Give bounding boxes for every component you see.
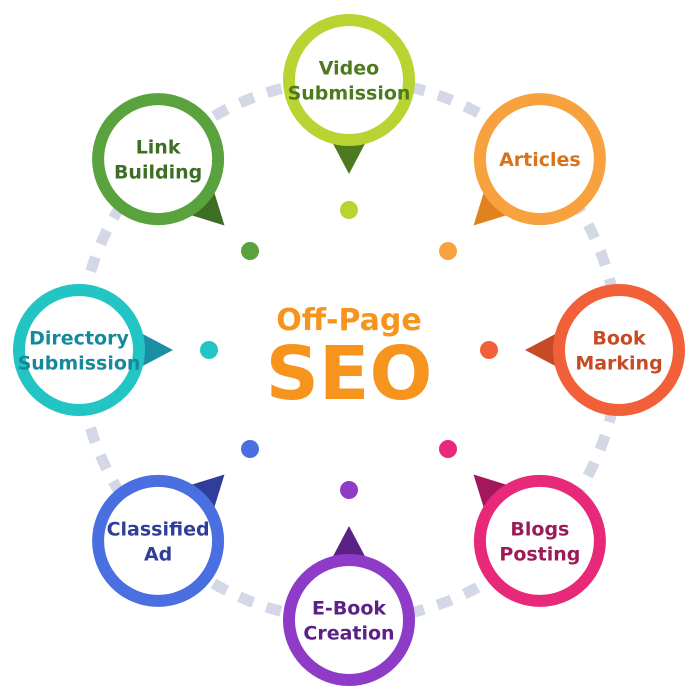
articles-label-line1: Articles <box>499 149 581 171</box>
center-title-line1: Off-Page <box>276 303 422 338</box>
classified-ad-label-line1: Classified <box>107 518 210 540</box>
link-building-label-line2: Building <box>114 162 202 184</box>
link-building-label-line1: Link <box>136 137 181 159</box>
classified-ad-ring <box>92 474 225 607</box>
classified-ad-pointer <box>185 474 225 514</box>
video-submission-label-line2: Submission <box>288 83 411 105</box>
book-marking-dot <box>480 341 498 359</box>
link-building-ring <box>92 93 225 226</box>
directory-submission-label-line1: Directory <box>29 328 129 350</box>
e-book-creation-dot <box>340 481 358 499</box>
book-marking-label-line1: Book <box>592 328 646 350</box>
blogs-posting-label-line2: Posting <box>499 543 580 565</box>
articles-pointer <box>473 186 513 226</box>
classified-ad-dot <box>241 440 259 458</box>
articles-node: Articles <box>473 93 606 226</box>
blogs-posting-pointer <box>473 474 513 514</box>
e-book-creation-label-line1: E-Book <box>312 598 386 620</box>
articles-ring <box>473 93 606 226</box>
book-marking-pointer <box>525 331 561 369</box>
book-marking-label-line2: Marking <box>575 353 662 375</box>
center-title: Off-Page SEO <box>266 303 433 417</box>
blogs-posting-label-line1: Blogs <box>510 518 569 540</box>
pointer-group <box>137 138 561 562</box>
directory-submission-ring <box>13 284 145 416</box>
link-building-pointer <box>185 186 225 226</box>
blogs-posting-ring <box>473 474 606 607</box>
blogs-posting-dot <box>439 440 457 458</box>
center-title-line2: SEO <box>266 331 433 417</box>
video-submission-ring <box>283 14 415 146</box>
e-book-creation-ring <box>283 554 415 686</box>
book-marking-ring <box>553 284 685 416</box>
dot-group <box>200 201 498 499</box>
directory-submission-pointer <box>137 331 173 369</box>
video-submission-label-line1: Video <box>319 58 379 80</box>
classified-ad-label-line2: Ad <box>144 543 172 565</box>
video-submission-pointer <box>330 138 368 174</box>
directory-submission-label-line2: Submission <box>18 353 141 375</box>
video-submission-dot <box>340 201 358 219</box>
e-book-creation-pointer <box>330 526 368 562</box>
node-group: VideoSubmissionArticlesBookMarkingBlogsP… <box>13 14 685 686</box>
e-book-creation-label-line2: Creation <box>303 623 394 645</box>
link-building-dot <box>241 242 259 260</box>
articles-dot <box>439 242 457 260</box>
directory-submission-dot <box>200 341 218 359</box>
